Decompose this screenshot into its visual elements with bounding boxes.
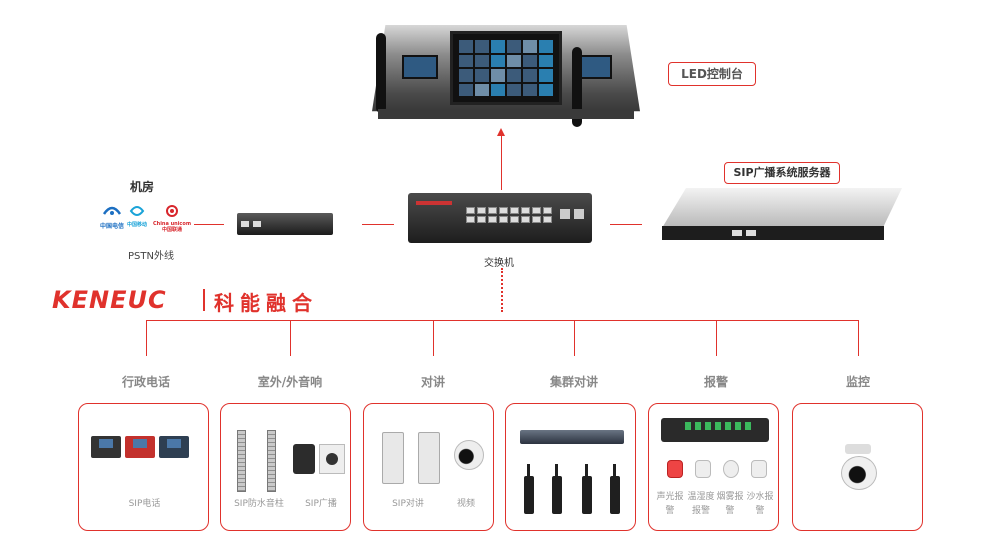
network-switch-image [408,193,592,243]
humidity-sensor-image [695,460,711,478]
water-sensor-image [751,460,767,478]
led-console-label: LED控制台 [668,62,756,86]
trunk-gateway-image [520,430,624,444]
caption-temp-humidity-alarm: 温湿度报警 [687,492,715,516]
brand-divider [203,289,205,311]
brand-logo-chinese: 科能融合 [214,291,318,315]
pstn-label: PSTN外线 [128,251,174,262]
card-outdoor-speaker: SIP防水音柱 SIP广播 [220,403,351,531]
drop-line [858,320,859,356]
strobe-alarm-image [667,460,683,478]
ip-phone-image [159,436,189,458]
machine-room-title: 机房 [130,180,155,194]
handset-right [572,47,582,127]
caption-waterproof-column: SIP防水音柱 [234,499,284,509]
card-monitoring [792,403,923,531]
alarm-controller-image [661,418,769,442]
category-title-monitoring: 监控 [845,375,870,389]
caption-sip-broadcast: SIP广播 [305,499,337,509]
radio-handset-image [524,464,534,514]
console-main-screen [450,31,562,105]
caption-water-alarm: 沙水报警 [746,492,774,516]
smoke-detector-image [723,460,739,478]
category-title-intercom: 对讲 [420,375,445,389]
connector-pstn-gateway [194,224,224,225]
intercom-panel-image [382,432,404,484]
connector-switch-server [610,224,642,225]
server-label: SIP广播系统服务器 [724,162,840,184]
radio-handset-image [610,464,620,514]
carrier-logos: 中国电信 中国移动 China unicom中国联通 [100,204,192,236]
brand-logo-latin: KENEUC [52,286,167,314]
category-title-admin-phone: 行政电话 [121,375,170,389]
card-intercom: SIP对讲 视频 [363,403,494,531]
connector-switch-console [501,135,502,190]
ip-phone-image [125,436,155,458]
box-speaker-image [293,444,315,474]
drop-line [716,320,717,356]
drop-line [433,320,434,356]
ip-phone-image [91,436,121,458]
radio-handset-image [582,464,592,514]
caption-smoke-alarm: 烟雾报警 [716,492,744,516]
switch-label: 交换机 [484,258,514,269]
caption-sip-phone: SIP电话 [128,499,161,509]
column-speaker-image [237,430,246,492]
broadcast-speaker-image [319,444,345,474]
category-title-alarm: 报警 [703,375,728,389]
dome-camera-image [454,440,484,470]
card-admin-phone: SIP电话 [78,403,209,531]
china-unicom-logo: China unicom中国联通 [152,204,192,233]
china-mobile-logo: 中国移动 [126,204,148,228]
caption-sound-light-alarm: 声光报警 [656,492,684,516]
caption-sip-intercom: SIP对讲 [392,499,424,509]
arrow-up-icon [497,128,505,136]
drop-line [574,320,575,356]
led-console-image [372,25,640,127]
card-trunk-radio [505,403,636,531]
sip-server-image [662,188,902,248]
connector-gateway-switch [362,224,394,225]
drop-line [290,320,291,356]
column-speaker-image [267,430,276,492]
drop-line [146,320,147,356]
distribution-bus [146,320,859,321]
caption-video: 视频 [456,499,475,509]
category-title-outdoor-speaker: 室外/外音响 [257,375,323,389]
card-alarm: 声光报警 温湿度报警 烟雾报警 沙水报警 [648,403,779,531]
connector-switch-bus [501,268,503,312]
voice-gateway-image [237,213,333,235]
radio-handset-image [552,464,562,514]
handset-left [376,33,386,113]
china-telecom-logo: 中国电信 [100,204,124,230]
ptz-camera-image [839,444,877,490]
intercom-panel-image [418,432,440,484]
category-title-trunk-radio: 集群对讲 [549,375,598,389]
